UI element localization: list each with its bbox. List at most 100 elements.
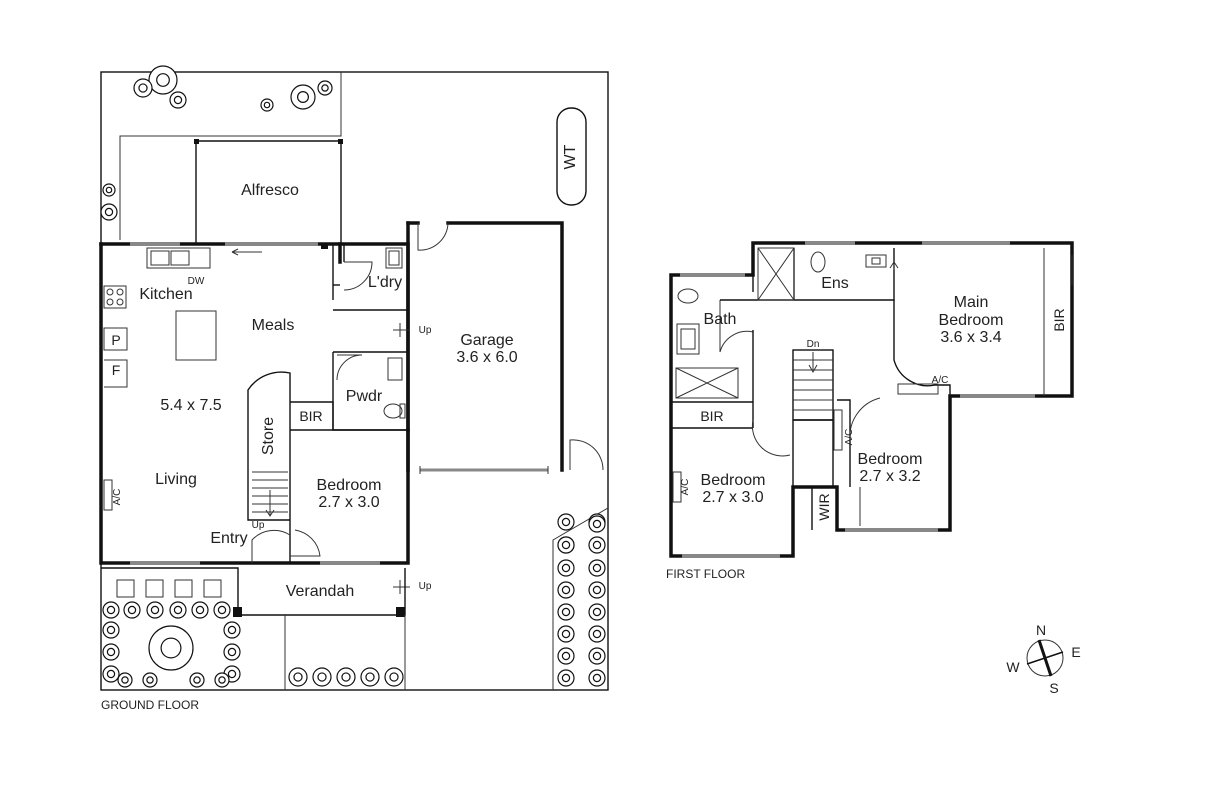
room-label-verandah: Verandah [285, 583, 355, 600]
shrub-center-icon [173, 95, 183, 105]
shrub-center-icon [561, 563, 571, 573]
shrub-center-icon [146, 676, 154, 684]
garage-walls [446, 221, 564, 472]
shrub-center-icon [561, 540, 571, 550]
room-label-laundry: L'dry [367, 274, 403, 291]
shrub-center-icon [106, 625, 116, 635]
shrub-center-icon [150, 605, 160, 615]
shrub-center-icon [592, 629, 602, 639]
label-water-tank: WT [562, 144, 579, 170]
compass-north: N [1035, 622, 1047, 638]
shrub-center-icon [218, 676, 226, 684]
label-ac-west: A/C [680, 478, 691, 496]
room-label-bir-main: BIR [1051, 308, 1067, 332]
label-dishwasher: DW [187, 276, 205, 287]
water-tank [556, 107, 587, 206]
label-ac-living: A/C [112, 488, 123, 506]
shrub-center-icon [227, 669, 237, 679]
first-floor [669, 241, 1074, 558]
shrub-center-icon [138, 83, 148, 93]
label-ac-east: A/C [844, 428, 855, 446]
garage-dimensions: 3.6 x 6.0 [456, 349, 518, 366]
bedroom-west-dimensions: 2.7 x 3.0 [702, 489, 764, 506]
shrub-center-icon [561, 629, 571, 639]
bedroom-east-dimensions: 2.7 x 3.2 [859, 468, 921, 485]
shrub-center-icon [317, 672, 327, 682]
compass [1026, 639, 1064, 677]
shrub-center-icon [121, 676, 129, 684]
label-up-stair: Up [251, 520, 265, 531]
alfresco-outline [195, 140, 342, 244]
room-label-living: Living [155, 471, 197, 488]
ground-floor [99, 71, 609, 691]
room-label-alfresco: Alfresco [241, 182, 299, 199]
shrub-center-icon [389, 672, 399, 682]
shrub-center-icon [592, 607, 602, 617]
shrub-center-icon [592, 673, 602, 683]
shrub-center-icon [365, 672, 375, 682]
caption-ground-floor: GROUND FLOOR [101, 698, 200, 712]
living-dimensions: 5.4 x 7.5 [160, 397, 222, 414]
shrub-center-icon [160, 637, 182, 659]
verandah-outline [101, 567, 406, 616]
compass-east: E [1071, 644, 1081, 660]
room-label-store: Store [260, 416, 277, 456]
label-up-garage: Up [418, 325, 432, 336]
shrub-center-icon [297, 90, 310, 103]
compass-circle [1026, 639, 1064, 677]
main-bedroom-dimensions: 3.6 x 3.4 [940, 329, 1002, 346]
room-label-powder: Pwdr [345, 388, 383, 405]
shrub-center-icon [561, 673, 571, 683]
garden-fence [119, 72, 342, 240]
label-down-stair: Dn [806, 339, 820, 350]
room-label-wir: WIR [816, 493, 832, 521]
landscaping [100, 65, 606, 688]
label-fridge: F [111, 362, 121, 378]
room-label-kitchen: Kitchen [139, 286, 193, 303]
caption-first-floor: FIRST FLOOR [666, 567, 746, 581]
shrub-center-icon [293, 672, 303, 682]
shrub-center-icon [561, 607, 571, 617]
room-label-bir-ground: BIR [299, 408, 323, 424]
shrub-center-icon [193, 676, 201, 684]
room-label-bedroom-east: Bedroom [857, 451, 923, 468]
shrub-center-icon [106, 669, 116, 679]
shrub-center-icon [592, 540, 602, 550]
shrub-center-icon [592, 563, 602, 573]
shrub-center-icon [561, 585, 571, 595]
room-label-bedroom-west: Bedroom [700, 472, 766, 489]
compass-south: S [1049, 680, 1059, 696]
house-walls [99, 242, 410, 565]
shrub-center-icon [105, 186, 113, 194]
room-label-bath: Bath [703, 311, 737, 328]
room-label-main-bedroom: Bedroom [938, 312, 1004, 329]
shrub-center-icon [195, 605, 205, 615]
shrub-center-icon [341, 672, 351, 682]
shrub-center-icon [156, 73, 170, 87]
room-label-entry: Entry [210, 530, 248, 547]
room-label-bedroom-ground: Bedroom [316, 477, 382, 494]
shrub-center-icon [263, 101, 271, 109]
bedroom-ground-dimensions: 2.7 x 3.0 [318, 494, 380, 511]
shrub-center-icon [592, 651, 602, 661]
shrub-center-icon [561, 517, 571, 527]
shrub-center-icon [561, 651, 571, 661]
first-floor-walls [669, 241, 1074, 558]
shrub-center-icon [217, 605, 227, 615]
shrub-center-icon [104, 207, 114, 217]
label-up-verandah: Up [418, 581, 432, 592]
shrub-center-icon [321, 84, 329, 92]
shrub-center-icon [106, 647, 116, 657]
shrub-center-icon [592, 519, 602, 529]
label-pantry: P [111, 332, 121, 348]
shrub-center-icon [173, 605, 183, 615]
shrub-center-icon [106, 605, 116, 615]
room-label-meals: Meals [251, 317, 295, 334]
label-ac-main: A/C [931, 375, 949, 386]
shrub-center-icon [227, 625, 237, 635]
room-label-ensuite: Ens [821, 275, 849, 292]
room-label-garage: Garage [460, 332, 514, 349]
shrub-center-icon [592, 585, 602, 595]
shrub-center-icon [127, 605, 137, 615]
